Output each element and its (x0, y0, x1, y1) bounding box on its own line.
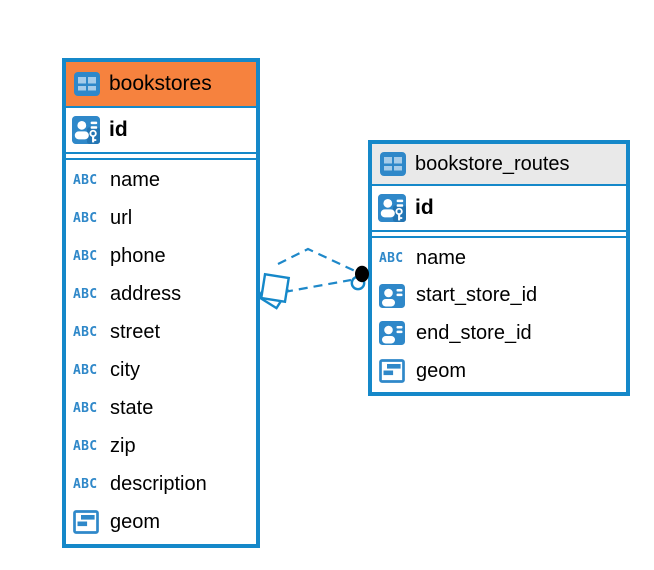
relationship-source-marker-icon (257, 272, 291, 310)
table-icon (380, 152, 406, 176)
column-row-state[interactable]: ABC state (66, 397, 256, 420)
column-name: city (110, 358, 140, 381)
column-name: start_store_id (416, 284, 538, 307)
primary-key-name: id (415, 196, 434, 219)
table-icon (74, 72, 100, 96)
relationship-line-lower[interactable] (283, 278, 352, 294)
column-row-street[interactable]: ABC street (66, 321, 256, 344)
table-bookstores[interactable]: bookstores id ABC (62, 58, 260, 548)
person-key-icon (72, 115, 100, 145)
table-name: bookstores (109, 72, 212, 95)
column-name: description (110, 472, 207, 495)
text-type-icon: ABC (73, 249, 98, 265)
column-row-end-store-id[interactable]: end_store_id (372, 321, 626, 346)
primary-key-row[interactable]: id (66, 108, 256, 154)
text-type-icon: ABC (73, 325, 98, 340)
text-type-icon: ABC (73, 362, 98, 378)
geometry-type-icon (379, 359, 407, 383)
geometry-type-icon (73, 510, 101, 535)
column-name: end_store_id (416, 321, 532, 344)
text-type-icon: ABC (73, 438, 98, 454)
table-bookstore-routes[interactable]: bookstore_routes id ABC (368, 140, 630, 396)
column-row-zip[interactable]: ABC zip (66, 435, 256, 458)
column-row-name[interactable]: ABC name (372, 247, 626, 270)
text-type-icon: ABC (73, 400, 98, 416)
column-row-start-store-id[interactable]: start_store_id (372, 283, 626, 308)
column-name: address (110, 283, 182, 306)
relationship-line-upper[interactable] (277, 247, 356, 272)
column-row-url[interactable]: ABC url (66, 207, 256, 230)
column-row-phone[interactable]: ABC phone (66, 245, 256, 268)
primary-key-name: id (109, 118, 128, 141)
columns-section: ABC name ABC url ABC phone ABC address A… (66, 158, 256, 544)
table-name: bookstore_routes (415, 152, 570, 175)
table-bookstore-routes-header[interactable]: bookstore_routes (372, 144, 626, 186)
primary-key-row[interactable]: id (372, 186, 626, 232)
column-row-city[interactable]: ABC city (66, 359, 256, 382)
column-name: phone (110, 245, 166, 268)
column-name: zip (110, 434, 136, 457)
column-row-geom[interactable]: geom (372, 359, 626, 383)
person-reference-icon (379, 321, 407, 346)
column-name: name (110, 169, 161, 192)
text-type-icon: ABC (73, 476, 98, 492)
text-type-icon: ABC (73, 211, 98, 227)
column-name: street (110, 321, 161, 343)
person-reference-icon (379, 283, 407, 308)
column-name: state (110, 396, 154, 419)
text-type-icon: ABC (379, 250, 404, 266)
column-name: url (110, 207, 133, 230)
relationship-target-marker-icon (350, 265, 369, 291)
text-type-icon: ABC (73, 287, 98, 303)
text-type-icon: ABC (73, 173, 98, 189)
column-row-name[interactable]: ABC name (66, 169, 256, 192)
column-name: geom (416, 359, 467, 382)
column-name: name (416, 246, 467, 269)
column-row-geom[interactable]: geom (66, 510, 256, 535)
person-key-icon (378, 193, 406, 223)
column-name: geom (110, 510, 161, 533)
column-row-address[interactable]: ABC address (66, 283, 256, 306)
columns-section: ABC name start_store_id (372, 236, 626, 392)
column-row-description[interactable]: ABC description (66, 473, 256, 496)
table-bookstores-header[interactable]: bookstores (66, 62, 256, 108)
